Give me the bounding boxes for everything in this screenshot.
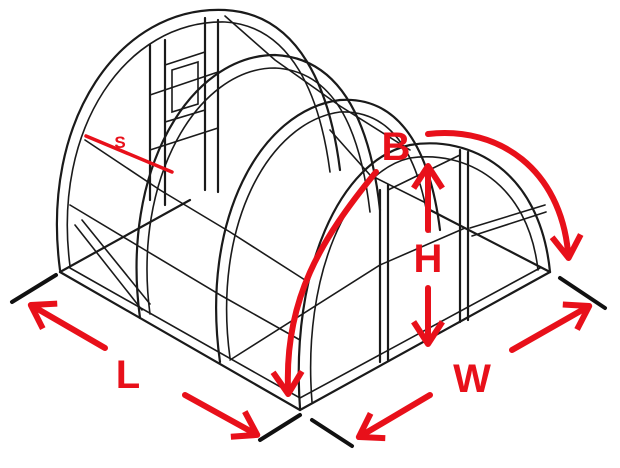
arch-back-outer: [55, 8, 342, 272]
width-arrow-left: [355, 392, 433, 442]
arc-arrow-right: [425, 130, 584, 261]
diagonal-brace-2: [81, 219, 151, 305]
far-end-bar: [469, 204, 546, 229]
ext-left: [10, 273, 58, 304]
extension-lines: [10, 273, 607, 448]
height-label: H: [414, 237, 443, 281]
base-back-rail: [58, 198, 192, 274]
dimension-arrows: [27, 130, 593, 442]
ext-front-left: [258, 413, 302, 442]
arch-2-outer: [135, 53, 382, 320]
arch-back-inner: [66, 21, 331, 267]
ext-right: [558, 276, 607, 310]
ext-front-right: [310, 418, 354, 448]
base-right-rail: [428, 208, 552, 274]
back-window-inner: [171, 60, 199, 114]
arch-3-inner: [225, 111, 431, 359]
arc-arrow-left: [270, 169, 379, 397]
arch-2-inner: [146, 67, 371, 315]
diagonal-brace: [74, 224, 143, 311]
length-label: L: [116, 353, 140, 397]
side-bar-lower: [69, 204, 301, 341]
width-label: W: [453, 357, 491, 401]
base-left-rail: [58, 270, 302, 412]
far-end-bar-2: [471, 211, 547, 237]
arch-front-inner: [309, 156, 539, 403]
arch-3-outer: [215, 98, 442, 364]
length-arrow-right: [182, 392, 261, 440]
dimension-labels: L W H B S: [114, 125, 491, 401]
spacing-line: [84, 134, 174, 174]
greenhouse-frame: [55, 8, 552, 412]
back-door-crossbar-2: [149, 127, 219, 151]
width-arrow-right: [509, 301, 593, 353]
arc-label: B: [382, 125, 411, 169]
ridge-bar: [224, 15, 411, 151]
length-arrow-left: [27, 300, 108, 351]
back-door-crossbar: [149, 71, 219, 96]
back-window: [164, 50, 206, 124]
side-bar-upper: [84, 139, 306, 281]
spacing-label: S: [114, 133, 125, 152]
